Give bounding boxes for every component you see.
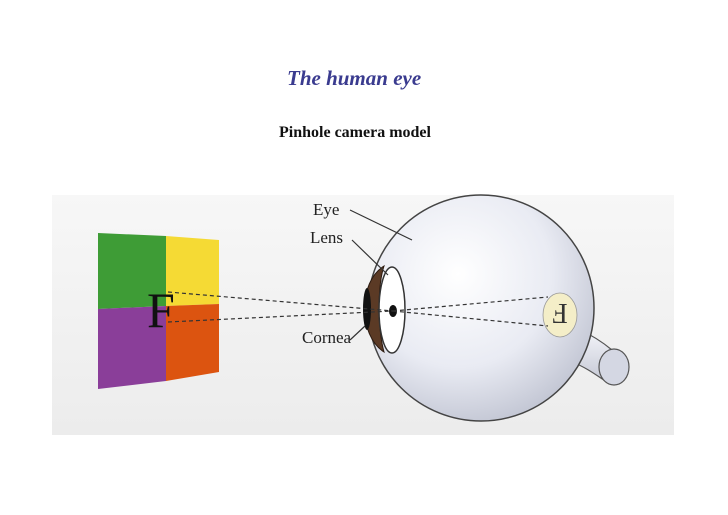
projection-rays	[167, 291, 549, 327]
retina-image-letter: F	[552, 297, 568, 328]
leader-lens	[351, 239, 389, 276]
ray-upper-to-retina	[392, 310, 549, 327]
quadrant-top-left	[98, 233, 166, 309]
leader-cornea	[349, 325, 366, 341]
object-card: F	[98, 233, 219, 389]
label-lens: Lens	[310, 228, 343, 247]
quadrant-bottom-right	[166, 304, 219, 381]
ray-lower-to-pupil	[167, 310, 394, 323]
ray-lower-to-retina	[392, 296, 549, 312]
retina-image-spot	[542, 292, 578, 338]
quadrant-bottom-left	[98, 306, 166, 389]
ray-upper-to-pupil	[167, 291, 394, 312]
quadrant-top-right	[166, 236, 219, 306]
optic-nerve-end	[598, 348, 630, 386]
page-subtitle: Pinhole camera model	[279, 124, 431, 141]
object-letter: F	[147, 282, 175, 338]
label-eye: Eye	[313, 200, 339, 219]
page-title: The human eye	[287, 66, 422, 90]
leader-eye	[349, 209, 413, 241]
label-cornea: Cornea	[302, 328, 352, 347]
